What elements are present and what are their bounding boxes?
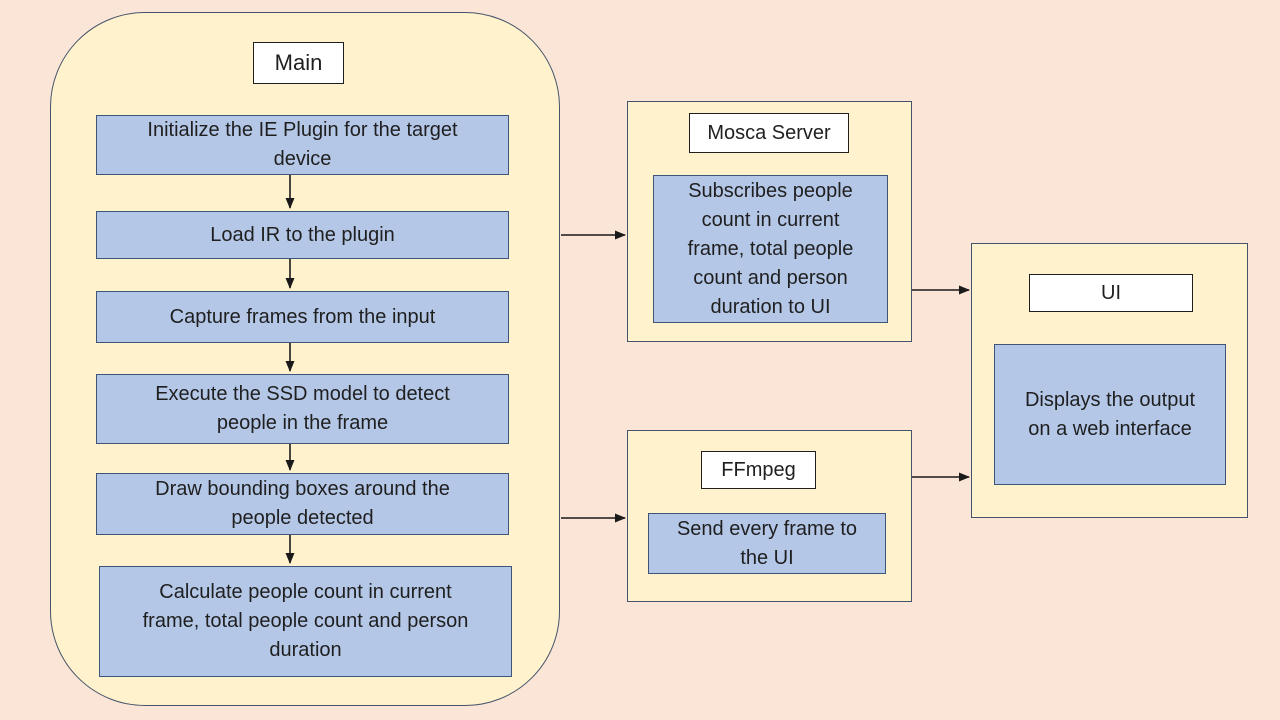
ffmpeg-title: FFmpeg: [701, 451, 816, 489]
main-group: Main Initialize the IE Plugin for the ta…: [50, 12, 560, 706]
mosca-server-body: Subscribes people count in current frame…: [653, 175, 888, 323]
main-step-5: Draw bounding boxes around the people de…: [96, 473, 509, 535]
main-step-1: Initialize the IE Plugin for the target …: [96, 115, 509, 175]
ui-body: Displays the output on a web interface: [994, 344, 1226, 485]
main-group-title: Main: [253, 42, 344, 84]
main-step-6: Calculate people count in current frame,…: [99, 566, 512, 677]
main-step-3: Capture frames from the input: [96, 291, 509, 343]
ui-group: UI Displays the output on a web interfac…: [971, 243, 1248, 518]
mosca-server-title-label: Mosca Server: [707, 122, 831, 144]
ui-title-label: UI: [1101, 282, 1121, 304]
main-group-title-label: Main: [274, 49, 323, 75]
ui-title: UI: [1029, 274, 1193, 312]
mosca-server-title: Mosca Server: [689, 113, 849, 153]
mosca-server-group: Mosca Server Subscribes people count in …: [627, 101, 912, 342]
ffmpeg-body: Send every frame to the UI: [648, 513, 886, 574]
ffmpeg-title-label: FFmpeg: [721, 459, 796, 481]
ffmpeg-group: FFmpeg Send every frame to the UI: [627, 430, 912, 602]
main-step-4: Execute the SSD model to detect people i…: [96, 374, 509, 444]
main-step-2: Load IR to the plugin: [96, 211, 509, 259]
